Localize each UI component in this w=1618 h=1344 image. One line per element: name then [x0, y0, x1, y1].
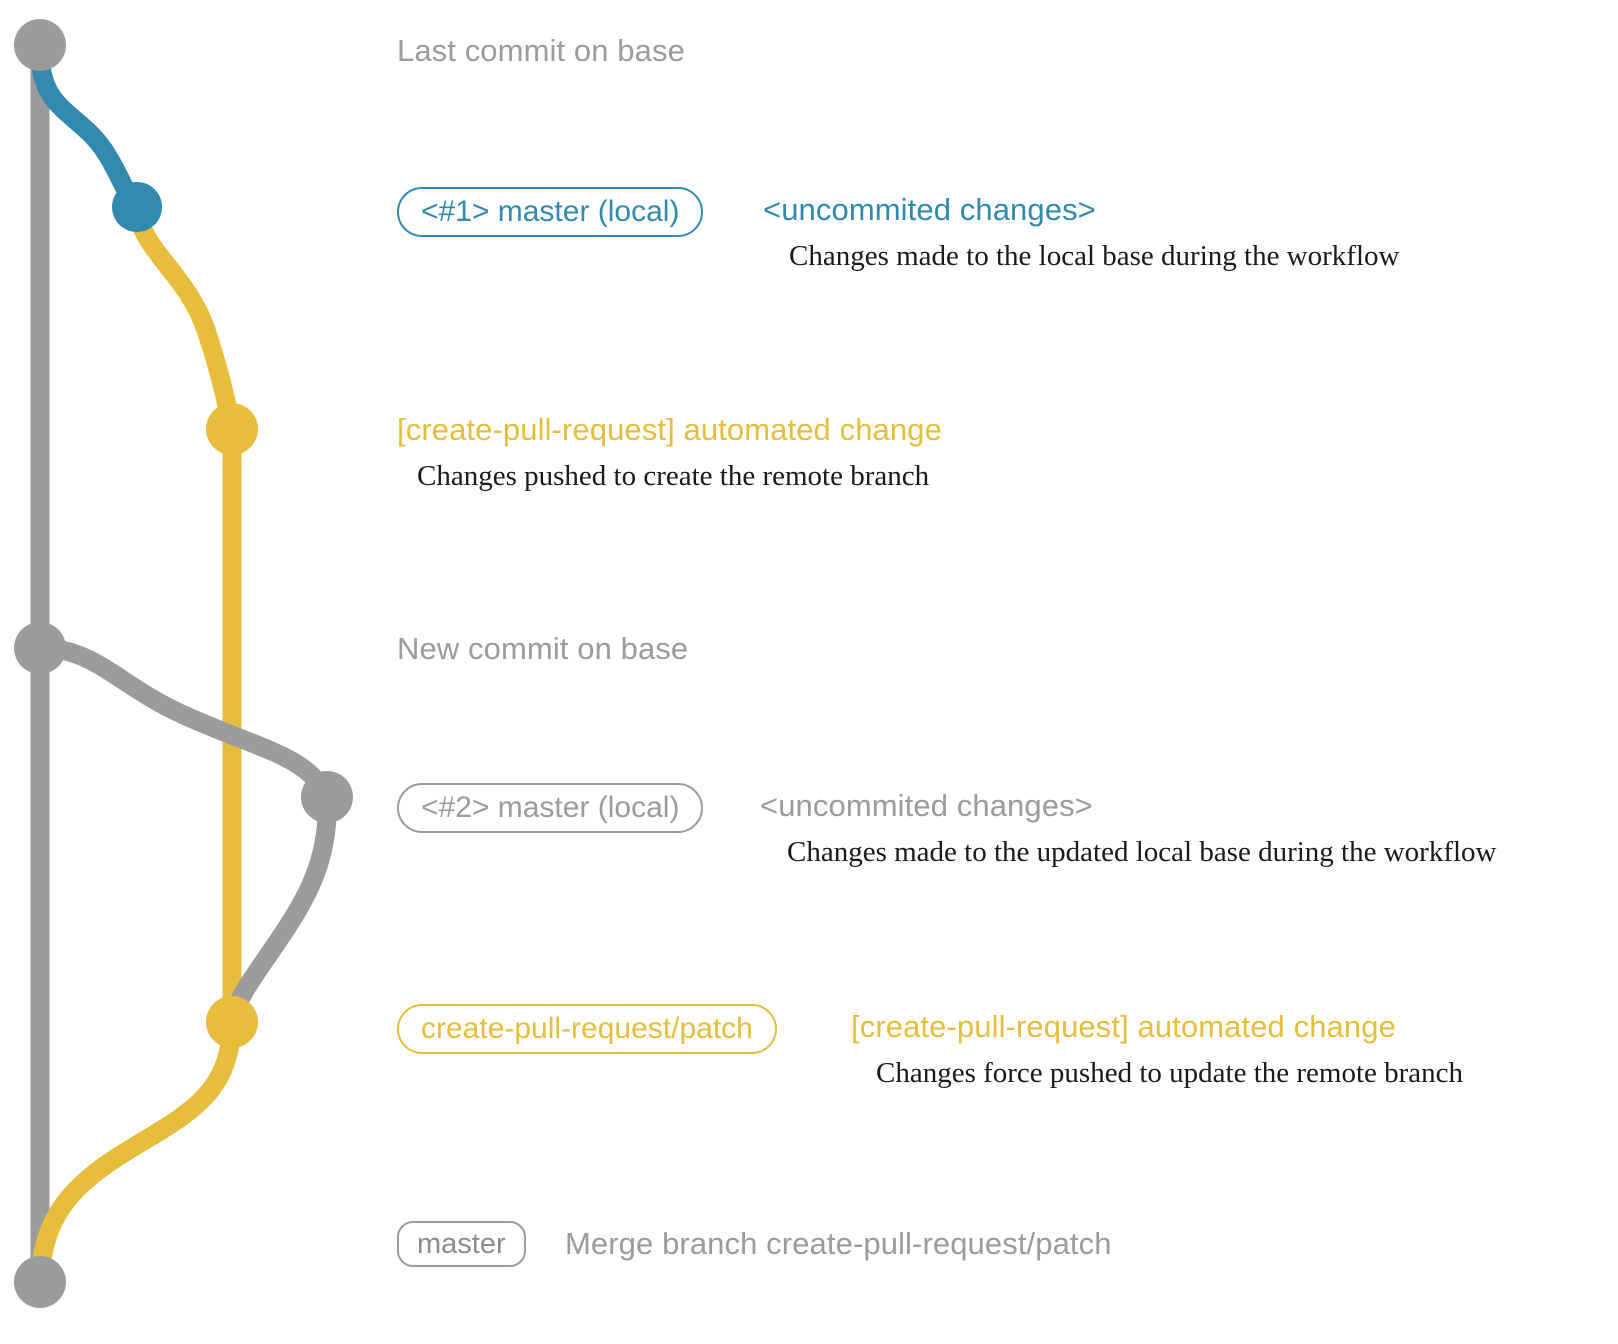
ref-badge-master[interactable]: master — [397, 1221, 526, 1267]
edge-base-to-local1 — [30, 42, 147, 217]
ref-badge-local-1[interactable]: <#1> master (local) — [397, 187, 704, 237]
commit-node-patch-2[interactable] — [206, 996, 258, 1048]
edge-local1-to-patch1 — [127, 197, 242, 439]
edge-patch2-to-merge — [30, 1012, 242, 1292]
commit-subject-base-head: Last commit on base — [397, 33, 685, 68]
commit-note-patch-2: Changes force pushed to update the remot… — [876, 1057, 1464, 1089]
commit-subject-merge: Merge branch create-pull-request/patch — [565, 1226, 1112, 1261]
commit-subject-patch-1: [create-pull-request] automated change — [397, 412, 942, 447]
commit-node-local-2[interactable] — [301, 771, 353, 823]
commit-note-patch-1: Changes pushed to create the remote bran… — [417, 460, 930, 492]
ref-badge-patch-2[interactable]: create-pull-request/patch — [397, 1004, 777, 1054]
commit-subject-local-2: <uncommited changes> — [760, 788, 1093, 823]
ref-badge-local-2[interactable]: <#2> master (local) — [397, 783, 704, 833]
commit-subject-patch-2: [create-pull-request] automated change — [851, 1009, 1396, 1044]
commit-node-patch-1[interactable] — [206, 403, 258, 455]
commit-subject-local-1: <uncommited changes> — [763, 192, 1096, 227]
commit-note-local-1: Changes made to the local base during th… — [789, 240, 1400, 272]
commit-node-merge[interactable] — [14, 1256, 66, 1308]
commit-node-local-1[interactable] — [112, 182, 162, 232]
commit-node-base-new[interactable] — [14, 622, 66, 674]
commit-subject-base-new: New commit on base — [397, 631, 689, 666]
edge-local2-to-patch2 — [222, 787, 337, 1032]
commit-node-base-head[interactable] — [14, 19, 66, 71]
edge-basenew-to-local2 — [30, 638, 337, 807]
commit-note-local-2: Changes made to the updated local base d… — [787, 836, 1497, 868]
